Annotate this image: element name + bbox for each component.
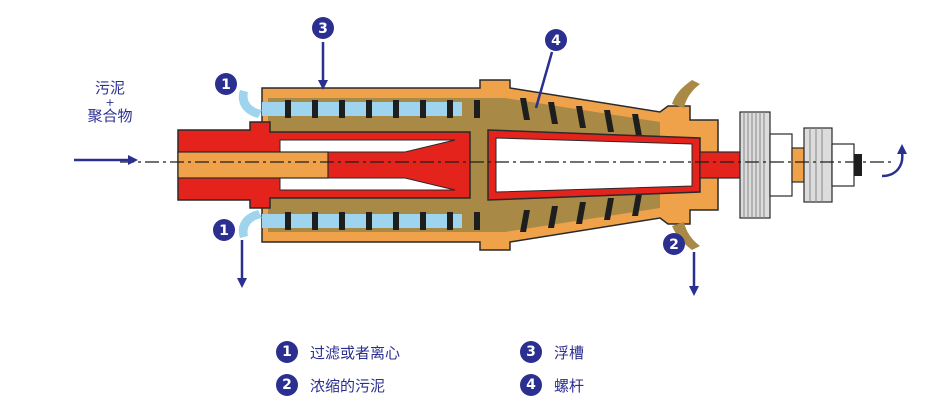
arrow-down-icon: [318, 42, 328, 90]
sludge-discharge-top: [672, 80, 700, 108]
hub-channel-top: [279, 139, 456, 153]
liquid-pool-top: [262, 102, 462, 116]
inlet-plus: +: [105, 96, 115, 109]
legend-text: 过滤或者离心: [310, 343, 401, 362]
arrow-down-icon: [689, 252, 699, 296]
legend-item-2: 2 浓缩的污泥: [276, 374, 385, 396]
legend-number: 3: [520, 341, 542, 363]
arrow-down-icon: [237, 240, 247, 288]
bearing-housing: [739, 111, 862, 219]
legend-item-1: 1 过滤或者离心: [276, 341, 400, 363]
legend-item-3: 3 浮槽: [520, 341, 584, 363]
liquid-discharge-top: [238, 90, 262, 118]
legend-text: 浮槽: [554, 343, 585, 362]
marker-3: 3: [312, 17, 334, 39]
arrow-right-icon: [74, 155, 138, 165]
leader-4: [534, 51, 554, 109]
feed-tube: [177, 151, 329, 179]
sludge-discharge-bottom: [672, 222, 700, 250]
legend-text: 螺杆: [554, 376, 585, 395]
svg-text:4: 4: [551, 33, 561, 49]
marker-2: 2: [663, 233, 685, 255]
marker-4: 4: [545, 29, 567, 51]
liquid-discharge-bottom: [238, 210, 262, 238]
liquid-pool-bottom: [262, 214, 462, 228]
hub-channel-bottom: [279, 177, 456, 191]
legend-text: 浓缩的污泥: [310, 376, 386, 395]
scroll-cone-inner: [495, 137, 693, 193]
svg-text:2: 2: [669, 237, 679, 253]
svg-text:3: 3: [318, 21, 328, 37]
screw-flights: [285, 98, 642, 232]
legend-number: 2: [276, 374, 298, 396]
rotation-arrow-icon: [881, 144, 907, 178]
svg-text:1: 1: [221, 77, 231, 93]
legend-item-4: 4 螺杆: [520, 374, 584, 396]
svg-text:1: 1: [219, 223, 229, 239]
shaft-red: [699, 151, 741, 179]
inlet-line-2: 聚合物: [87, 107, 133, 125]
legend-number: 4: [520, 374, 542, 396]
inlet-line-1: 污泥: [94, 79, 125, 97]
inlet-label: 污泥 + 聚合物: [74, 80, 146, 125]
legend-number: 1: [276, 341, 298, 363]
marker-1-top: 1: [215, 73, 237, 95]
marker-1-bottom: 1: [213, 219, 235, 241]
